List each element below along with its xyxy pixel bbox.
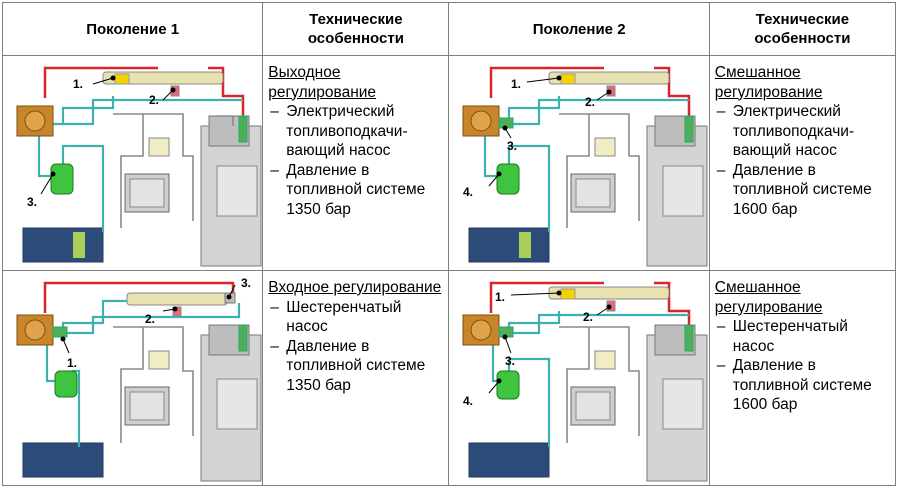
table-row: 1. 2. 3. Выходное регулирование Электрич… <box>1 55 897 271</box>
regulation-type-title: Выходное регулирование <box>268 64 377 101</box>
diagram-label: 2. <box>145 312 155 326</box>
regulation-type-title: Смешанное регулирование <box>714 64 823 101</box>
diagram-gen2-mixed-control-gear-pump: 1. 2. 3. 4. <box>448 270 710 486</box>
diagram-label: 4. <box>463 394 473 408</box>
diagram-label: 1. <box>73 77 83 91</box>
list-item: Электрический топливоподкачи-вающий насо… <box>268 102 444 161</box>
features-list: Шестеренчатый насос Давление в топливной… <box>268 298 444 396</box>
header-features-1: Технические особенности <box>262 2 450 56</box>
table-row: 2. 3. 1. Входное регулирование Шестеренч… <box>1 270 897 486</box>
header-row: Поколение 1 Технические особенности Поко… <box>1 2 897 56</box>
diagram-label: 4. <box>463 185 473 199</box>
features-list: Шестеренчатый насос Давление в топливной… <box>715 317 891 415</box>
features-gen2-mixed-control: Смешанное регулирование Электрический то… <box>708 55 897 271</box>
diagram-label: 3. <box>27 195 37 209</box>
diagram-gen2-mixed-control: 1. 2. 3. 4. <box>448 55 710 271</box>
fuel-system-diagram: 1. 2. 3. <box>16 66 262 267</box>
diagram-label: 1. <box>67 356 77 370</box>
list-item: Шестеренчатый насос <box>715 317 891 356</box>
list-item: Давление в топливной системе 1600 бар <box>715 356 891 415</box>
list-item: Давление в топливной системе 1600 бар <box>715 161 891 220</box>
features-list: Электрический топливоподкачи-вающий насо… <box>268 102 444 219</box>
diagram-label: 3. <box>241 276 251 290</box>
features-gen1-inlet-control: Входное регулирование Шестеренчатый насо… <box>262 270 450 486</box>
fuel-system-diagram: 1. 2. 3. 4. <box>462 281 708 482</box>
features-list: Электрический топливоподкачи-вающий насо… <box>715 102 891 219</box>
list-item: Давление в топливной системе 1350 бар <box>268 161 444 220</box>
diagram-label: 2. <box>149 93 159 107</box>
fuel-system-diagram: 1. 2. 3. 4. <box>462 66 708 267</box>
features-gen2-mixed-control-gear-pump: Смешанное регулирование Шестеренчатый на… <box>708 270 897 486</box>
regulation-type-title: Смешанное регулирование <box>714 279 823 316</box>
header-generation-2: Поколение 2 <box>448 2 710 56</box>
diagram-gen1-outlet-control: 1. 2. 3. <box>1 55 264 271</box>
regulation-type-title: Входное регулирование <box>268 279 442 296</box>
diagram-label: 1. <box>511 77 521 91</box>
header-features-2: Технические особенности <box>708 2 897 56</box>
diagram-label: 1. <box>495 290 505 304</box>
diagram-label: 2. <box>583 310 593 324</box>
features-gen1-outlet-control: Выходное регулирование Электрический топ… <box>262 55 450 271</box>
list-item: Шестеренчатый насос <box>268 298 444 337</box>
comparison-table: Поколение 1 Технические особенности Поко… <box>1 2 897 486</box>
list-item: Давление в топливной системе 1350 бар <box>268 337 444 396</box>
diagram-label: 2. <box>585 95 595 109</box>
diagram-label: 3. <box>505 354 515 368</box>
list-item: Электрический топливоподкачи-вающий насо… <box>715 102 891 161</box>
header-generation-1: Поколение 1 <box>1 2 264 56</box>
fuel-system-diagram: 2. 3. 1. <box>16 276 262 482</box>
diagram-label: 3. <box>507 139 517 153</box>
diagram-gen1-inlet-control: 2. 3. 1. <box>1 270 264 486</box>
